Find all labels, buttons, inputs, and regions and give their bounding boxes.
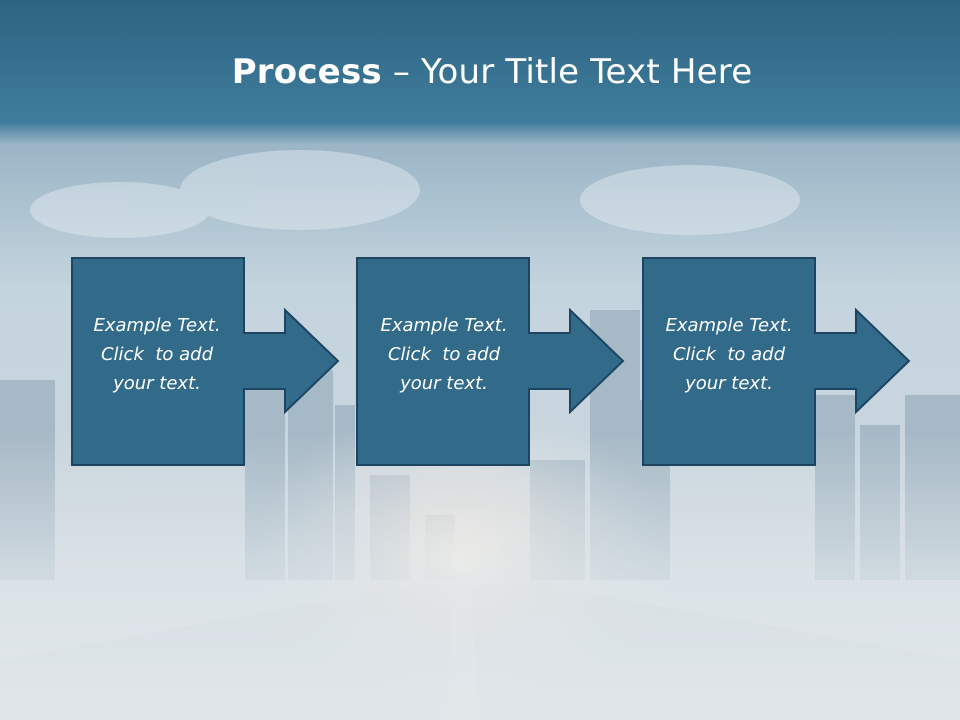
process-step-1-text[interactable]: Example Text. Click to add your text. xyxy=(70,311,244,398)
process-step-2-shape[interactable] xyxy=(356,257,625,466)
step-1-line1: Example Text. xyxy=(93,315,221,336)
step-1-line2: Click to add xyxy=(100,344,213,365)
step-3-line1: Example Text. xyxy=(665,315,793,336)
step-3-line2: Click to add xyxy=(672,344,785,365)
title-bold: Process xyxy=(231,52,382,92)
process-step-3-shape[interactable] xyxy=(642,257,911,466)
title-rest: – Your Title Text Here xyxy=(381,52,753,92)
process-step-2-text[interactable]: Example Text. Click to add your text. xyxy=(357,311,531,398)
step-2-line2: Click to add xyxy=(387,344,500,365)
step-3-line3: your text. xyxy=(685,373,773,394)
process-step-3-text[interactable]: Example Text. Click to add your text. xyxy=(642,311,816,398)
step-2-line3: your text. xyxy=(400,373,488,394)
process-step-1-shape[interactable] xyxy=(71,257,340,466)
slide-title: Process – Your Title Text Here xyxy=(0,52,960,92)
step-1-line3: your text. xyxy=(113,373,201,394)
step-2-line1: Example Text. xyxy=(380,315,508,336)
